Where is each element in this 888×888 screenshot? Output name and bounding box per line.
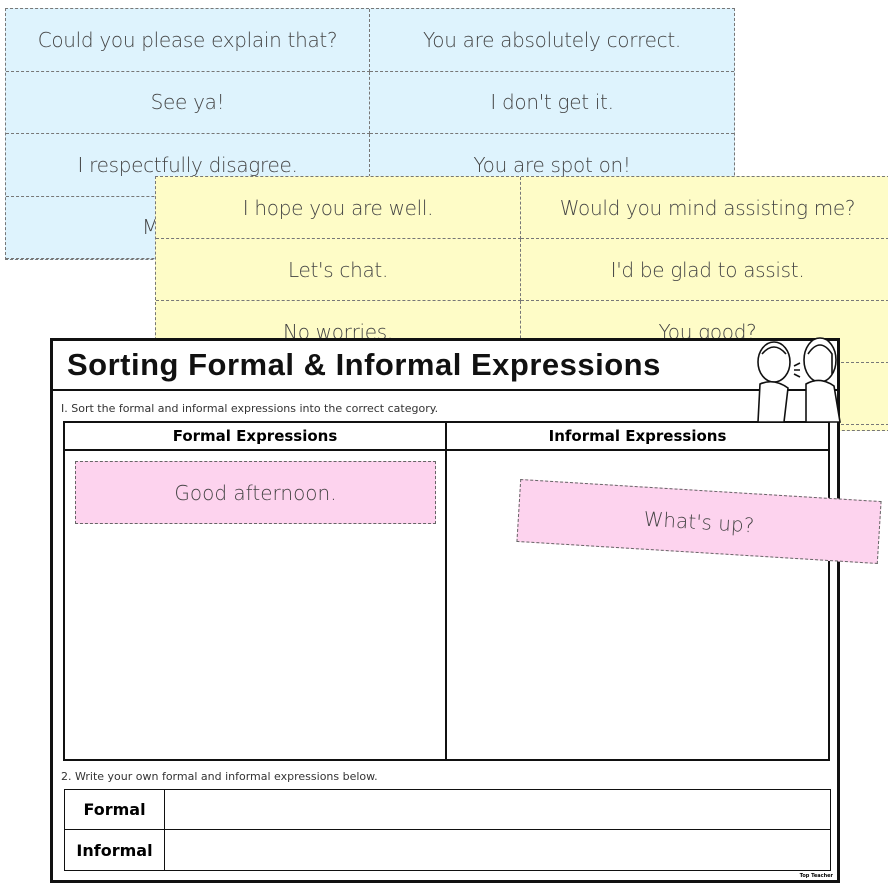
- formal-write-field[interactable]: [165, 790, 830, 830]
- instruction-2: 2. Write your own formal and informal ex…: [61, 770, 378, 783]
- expression-card-placed-formal[interactable]: Good afternoon.: [75, 461, 436, 524]
- expression-card[interactable]: I don't get it.: [370, 72, 734, 134]
- divider: [53, 389, 837, 391]
- write-table: Formal Informal: [64, 789, 831, 871]
- expression-card[interactable]: I'd be glad to assist.: [521, 239, 888, 301]
- worksheet: Sorting Formal & Informal Expressions I.…: [50, 338, 840, 883]
- expression-card[interactable]: I hope you are well.: [156, 177, 521, 239]
- formal-column-header: Formal Expressions: [65, 423, 447, 451]
- informal-write-field[interactable]: [165, 830, 830, 870]
- expression-card[interactable]: Would you mind assisting me?: [521, 177, 888, 239]
- expression-card[interactable]: You are spot on!: [370, 134, 734, 197]
- sorting-table: Formal Expressions Informal Expressions: [63, 421, 830, 761]
- formal-drop-zone[interactable]: [65, 451, 447, 759]
- expression-card[interactable]: Let's chat.: [156, 239, 521, 301]
- expression-card[interactable]: See ya!: [6, 71, 370, 134]
- children-talking-illustration: [757, 337, 841, 423]
- expression-card[interactable]: Could you please explain that?: [6, 9, 370, 72]
- page-title: Sorting Formal & Informal Expressions: [67, 347, 661, 382]
- brand-logo: Top Teacher: [799, 873, 833, 879]
- expression-card[interactable]: You are absolutely correct.: [370, 9, 734, 72]
- instruction-1: I. Sort the formal and informal expressi…: [61, 402, 439, 415]
- informal-row-label: Informal: [65, 830, 165, 870]
- formal-row-label: Formal: [65, 790, 165, 830]
- informal-column-header: Informal Expressions: [447, 423, 828, 451]
